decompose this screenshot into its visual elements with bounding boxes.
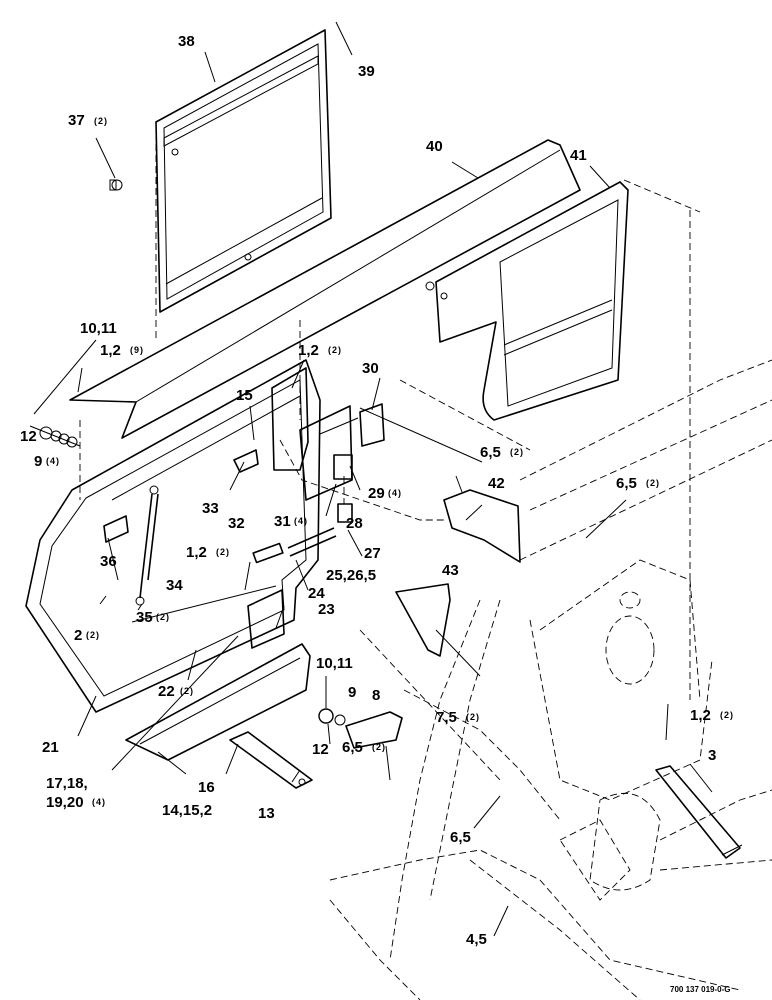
callout-1-2-mid: 1,2 [186, 544, 207, 561]
rod-24 [252, 527, 337, 564]
callout-43: 43 [442, 562, 459, 579]
callout-1-2-upper-qty: (9) [130, 345, 144, 355]
callout-6-5-lower-qty: (2) [372, 742, 386, 752]
deflector-16 [125, 643, 311, 761]
washers-12-9 [29, 425, 81, 448]
callout-9-upper: 9 [34, 453, 42, 470]
callout-38: 38 [178, 33, 195, 50]
hardware-8 [318, 708, 403, 749]
callout-42: 42 [488, 475, 505, 492]
callout-3: 3 [708, 747, 716, 764]
callout-6-5-lower: 6,5 [342, 739, 363, 756]
callout-19-20-qty: (4) [92, 797, 106, 807]
strap-13 [229, 731, 313, 789]
callout-1-2-right: 1,2 [690, 707, 711, 724]
callout-1-2-mid-qty: (2) [216, 547, 230, 557]
callout-1-2-bracket: 1,2 [298, 342, 319, 359]
callout-10-11-upper: 10,11 [80, 320, 117, 337]
callout-40: 40 [426, 138, 443, 155]
callout-32: 32 [228, 515, 245, 532]
clip-33 [233, 449, 259, 473]
callout-16: 16 [198, 779, 215, 796]
callout-2: 2 [74, 627, 82, 644]
machine-frame [79, 320, 772, 1000]
side-frame-21 [25, 359, 321, 713]
callout-labels: 38 39 37 (2) 40 41 10,11 1,2 (9) 1,2 (2)… [20, 33, 734, 994]
callout-7-5: 7,5 [436, 709, 457, 726]
callout-6-5-right: 6,5 [616, 475, 637, 492]
gas-spring-34 [135, 485, 159, 606]
bracket-28 [333, 454, 353, 523]
callout-19-20: 19,20 [46, 794, 84, 811]
callout-33: 33 [202, 500, 219, 517]
callout-31-qty: (4) [294, 516, 308, 526]
leader-lines [33, 21, 713, 937]
callout-23: 23 [318, 601, 335, 618]
document-number: 700 137 019-0-G [670, 985, 731, 994]
callout-39: 39 [358, 63, 375, 80]
callout-28: 28 [346, 515, 363, 532]
callout-6-5-right-qty: (2) [646, 478, 660, 488]
callout-36: 36 [100, 553, 117, 570]
callout-9-upper-qty: (4) [46, 456, 60, 466]
callout-12-upper: 12 [20, 428, 37, 445]
bracket-36 [103, 515, 129, 543]
callout-13: 13 [258, 805, 275, 822]
bracket-42 [443, 489, 521, 563]
callout-29: 29 [368, 485, 385, 502]
callout-34: 34 [166, 577, 183, 594]
callout-6-5-bottom: 6,5 [450, 829, 471, 846]
bracket-30 [271, 367, 385, 501]
bracket-43 [395, 583, 451, 657]
side-door-41 [425, 179, 701, 700]
bracket-23 [247, 589, 285, 649]
callout-1-2-right-qty: (2) [720, 710, 734, 720]
callout-1-2-upper: 1,2 [100, 342, 121, 359]
callout-1-2-bracket-qty: (2) [328, 345, 342, 355]
callout-17-18: 17,18, [46, 775, 88, 792]
callout-27: 27 [364, 545, 381, 562]
callout-15: 15 [236, 387, 253, 404]
callout-22-qty: (2) [180, 686, 194, 696]
callout-24: 24 [308, 585, 325, 602]
callout-21: 21 [42, 739, 59, 756]
knob-37 [109, 179, 123, 191]
callout-25-26-5: 25,26,5 [326, 567, 376, 584]
callout-4-5: 4,5 [466, 931, 487, 948]
callout-6-5-left: 6,5 [480, 444, 501, 461]
callout-2-qty: (2) [86, 630, 100, 640]
callout-41: 41 [570, 147, 587, 164]
callout-12-lower: 12 [312, 741, 329, 758]
callout-35: 35 [136, 609, 153, 626]
callout-14-15-2: 14,15,2 [162, 802, 212, 819]
callout-31: 31 [274, 513, 291, 530]
callout-30: 30 [362, 360, 379, 377]
callout-10-11-lower: 10,11 [316, 655, 353, 672]
callout-37: 37 [68, 112, 85, 129]
callout-29-qty: (4) [388, 488, 402, 498]
channel-40 [69, 139, 581, 439]
brace-3 [655, 765, 743, 859]
callout-8: 8 [372, 687, 380, 704]
door-panel-38 [155, 29, 332, 340]
callout-9-lower: 9 [348, 684, 356, 701]
callout-35-qty: (2) [156, 612, 170, 622]
callout-37-qty: (2) [94, 116, 108, 126]
callout-22: 22 [158, 683, 175, 700]
callout-7-5-qty: (2) [466, 712, 480, 722]
callout-6-5-left-qty: (2) [510, 447, 524, 457]
